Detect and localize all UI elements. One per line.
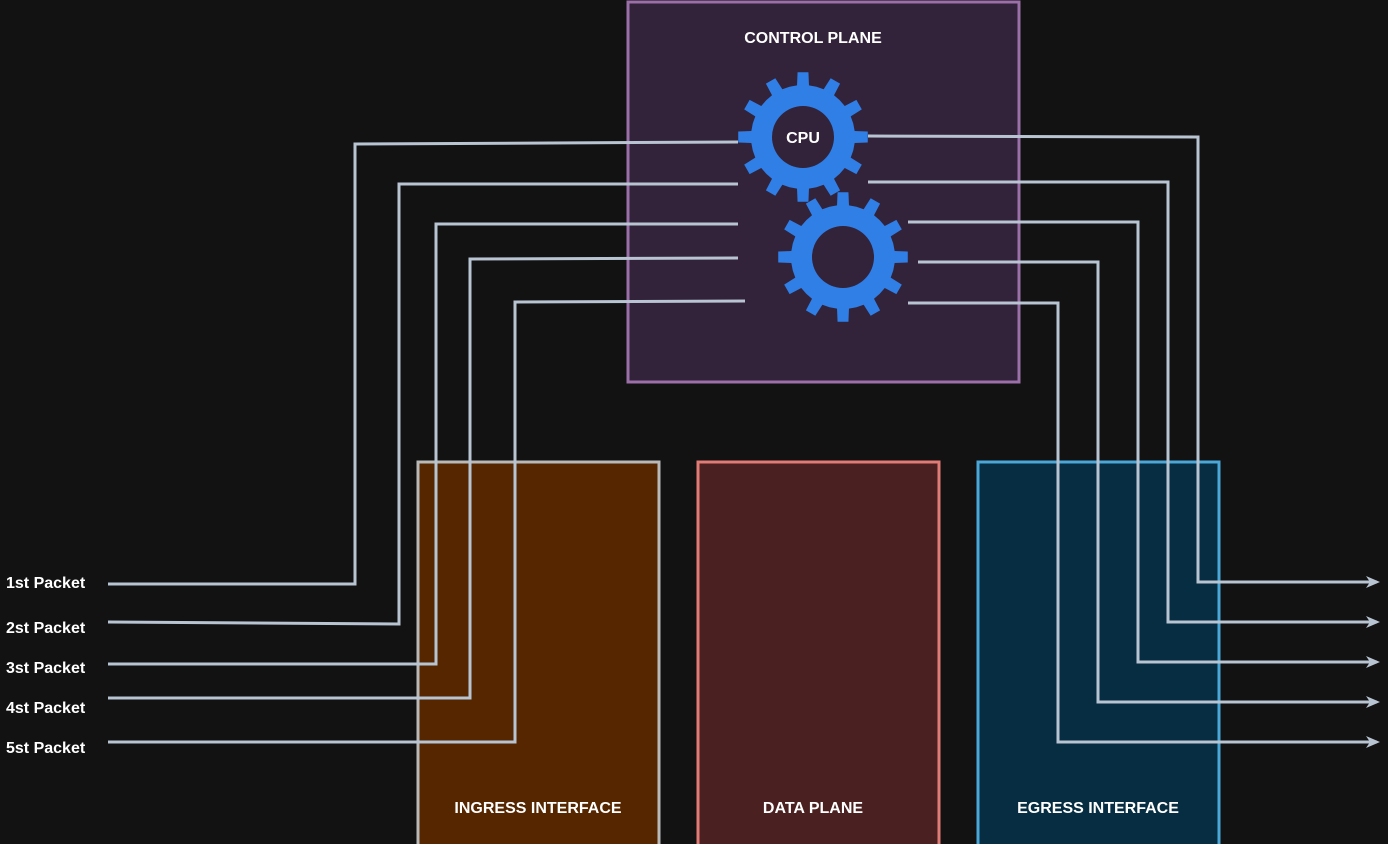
packet-2-ingress-path (107, 182, 738, 626)
ingress-interface-box (416, 460, 661, 844)
packet-1-ingress-path (108, 140, 739, 586)
control-plane-box (626, 0, 1021, 384)
packet-3-egress-path (908, 220, 1380, 668)
ingress-interface-label: INGRESS INTERFACE (454, 800, 621, 817)
control-plane-label: CONTROL PLANE (744, 30, 882, 47)
cpu-label: CPU (786, 130, 820, 147)
packet-1-egress-path (867, 134, 1380, 588)
packet-5-egress-path (908, 301, 1380, 748)
packet-4-ingress-path (108, 256, 739, 700)
data-plane-label: DATA PLANE (763, 800, 863, 817)
packet-3-ingress-path (108, 222, 738, 666)
gear-icon (778, 192, 908, 322)
packet-2-label: 2st Packet (6, 620, 86, 637)
packet-4-label: 4st Packet (6, 700, 86, 717)
packet-1-label: 1st Packet (6, 575, 86, 592)
data-plane-box (696, 460, 941, 844)
packet-5-ingress-path (108, 299, 746, 744)
egress-interface-label: EGRESS INTERFACE (1017, 800, 1179, 817)
packet-5-label: 5st Packet (6, 740, 86, 757)
packet-3-label: 3st Packet (6, 660, 86, 677)
cpu-gear-icon (738, 72, 868, 202)
packet-2-egress-path (868, 180, 1380, 628)
packet-4-egress-path (918, 260, 1380, 708)
